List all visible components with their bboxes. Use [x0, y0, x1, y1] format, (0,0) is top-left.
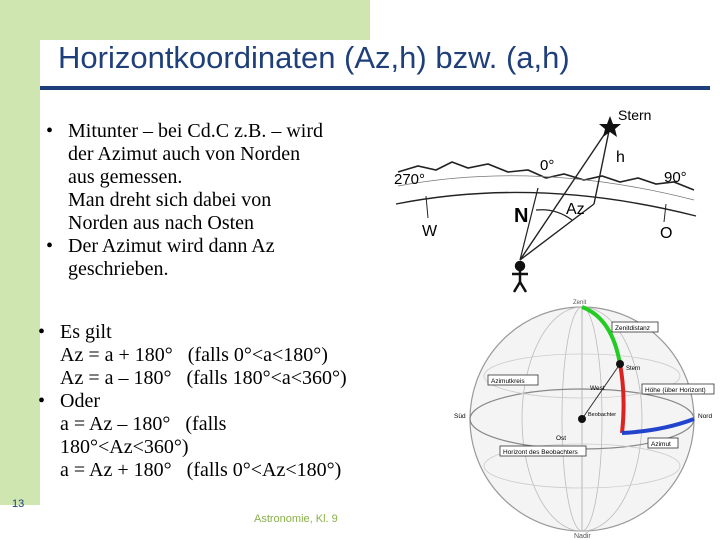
bullet-item: Der Azimut wird dann Az geschrieben.	[40, 235, 400, 281]
sphere-parallel	[483, 443, 681, 489]
bullet-line: Norden aus nach Osten	[68, 212, 255, 234]
bullet-line: Der Azimut wird dann Az	[68, 235, 275, 257]
footer-text: Astronomie, Kl. 9	[254, 513, 338, 525]
nadir-label: Nadir	[574, 533, 591, 540]
svg-text:Zenitdistanz: Zenitdistanz	[615, 325, 650, 332]
azimuth-box: Azimut	[647, 437, 679, 449]
svg-text:Azimut: Azimut	[651, 441, 671, 448]
bullet-line: Mitunter – bei Cd.C z.B. – wird	[68, 120, 323, 142]
star-dot	[616, 360, 624, 368]
east-sphere-label: Ost	[556, 435, 566, 442]
formula-line: Az = a – 180° (falls 180°<a<360°)	[60, 367, 347, 389]
azimuth-arc	[535, 209, 573, 221]
deg-270-label: 270°	[394, 171, 425, 188]
star-label: Stern	[618, 107, 651, 123]
horizon-curve	[395, 191, 697, 217]
azimuth-label: Az	[566, 201, 585, 218]
bullet-line: Es gilt	[60, 321, 112, 343]
azimuth-arc-blue	[621, 417, 695, 435]
observer-foot-line	[519, 203, 595, 261]
observer-north-line	[519, 187, 539, 261]
celestial-sphere-diagram: Zenitdistanz Azimutkreis Höhe (über Hori…	[454, 300, 715, 540]
observer-icon	[512, 260, 528, 293]
svg-text:Azimutkreis: Azimutkreis	[491, 378, 525, 385]
formula-line: Az = a + 180° (falls 0°<a<180°)	[60, 344, 328, 366]
bullet-item: Oder a = Az – 180° (falls 180°<Az<360°) …	[32, 390, 462, 482]
horizon-box: Horizont des Beobachters	[499, 445, 587, 457]
west-label: W	[422, 223, 438, 240]
bullet-line: geschrieben.	[68, 258, 169, 280]
horizon-diagram: Stern h 0° 270° 90° N Az W O	[394, 107, 697, 293]
south-label: Süd	[454, 413, 466, 420]
height-arc	[618, 363, 626, 434]
bullet-line: der Azimut auch von Norden	[68, 143, 301, 165]
observer-star-ray	[581, 363, 621, 420]
sphere-parallel	[483, 353, 681, 399]
bullet-list-top: Mitunter – bei Cd.C z.B. – wird der Azim…	[40, 120, 400, 281]
west-tick	[425, 195, 429, 219]
observer-label: Beobachter	[588, 412, 616, 418]
svg-text:Horizont des Beobachters: Horizont des Beobachters	[503, 449, 579, 456]
star-icon	[599, 116, 621, 137]
zero-degree-label: 0°	[540, 157, 554, 174]
horizon-skyline	[397, 161, 695, 191]
bullet-line: aus gemessen.	[68, 166, 183, 188]
page-number: 13	[12, 498, 25, 510]
formula-line: 180°<Az<360°)	[60, 436, 189, 458]
star-vertical-line	[593, 125, 611, 205]
zenith-distance-box: Zenitdistanz	[611, 321, 659, 333]
east-tick	[663, 203, 667, 223]
bullet-line: Man dreht sich dabei von	[68, 189, 272, 211]
green-header-block	[0, 0, 370, 40]
north-sphere-label: Nord	[698, 413, 712, 420]
formula-line: a = Az + 180° (falls 0°<Az<180°)	[60, 459, 342, 481]
bullet-item: Es gilt Az = a + 180° (falls 0°<a<180°) …	[32, 321, 462, 390]
horizon-guide-line	[397, 175, 695, 201]
zenith-label: Zenit	[573, 300, 587, 306]
star-sphere-label: Stern	[626, 366, 640, 372]
north-label: N	[514, 205, 528, 227]
formula-line: a = Az – 180° (falls	[60, 413, 227, 435]
altitude-label: h	[616, 149, 625, 166]
azimuth-circle-box: Azimutkreis	[487, 374, 539, 386]
svg-text:Höhe (über Horizont): Höhe (über Horizont)	[645, 387, 706, 394]
height-box: Höhe (über Horizont)	[641, 383, 715, 395]
east-label: O	[660, 225, 672, 242]
deg-90-label: 90°	[664, 169, 687, 186]
bullet-list-bottom: Es gilt Az = a + 180° (falls 0°<a<180°) …	[32, 321, 462, 482]
observer-star-line	[519, 125, 611, 261]
bullet-item: Mitunter – bei Cd.C z.B. – wird der Azim…	[40, 120, 400, 235]
bullet-line: Oder	[60, 390, 100, 412]
west-sphere-label: West	[590, 385, 605, 392]
title-divider	[40, 86, 710, 90]
slide-title: Horizontkoordinaten (Az,h) bzw. (a,h)	[58, 40, 570, 75]
zenith-distance-arc	[581, 305, 622, 365]
observer-dot	[578, 415, 586, 423]
